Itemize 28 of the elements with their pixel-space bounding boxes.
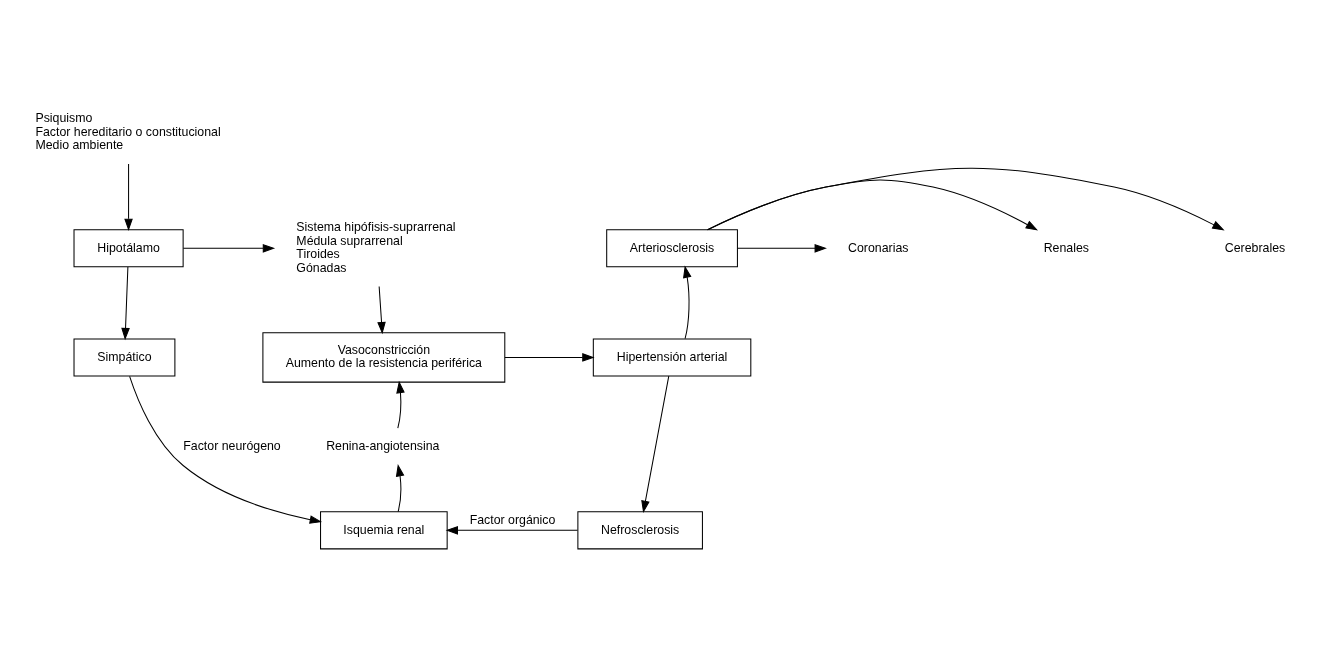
node-text: Sistema hipófisis-suprarrenal Médula suprarrenal Tiroides Gónadas bbox=[296, 220, 456, 275]
node-box: Arteriosclerosis bbox=[606, 229, 738, 268]
node-box: Nefrosclerosis bbox=[577, 511, 703, 550]
arrow bbox=[124, 163, 133, 232]
arrow bbox=[182, 244, 276, 253]
arrow bbox=[641, 375, 670, 514]
node-box: Vasoconstricción Aumento de la resistencia periférica bbox=[262, 332, 506, 383]
arrow bbox=[445, 526, 579, 535]
arrow bbox=[504, 353, 595, 362]
arrow bbox=[129, 375, 323, 524]
arrow bbox=[737, 244, 827, 253]
arrow bbox=[683, 265, 692, 340]
node-text: Coronarias bbox=[848, 240, 909, 255]
arrow bbox=[121, 266, 130, 341]
node-text: Renina-angiotensina bbox=[326, 439, 440, 454]
edge-label: Factor neurógeno bbox=[183, 439, 281, 454]
edge-label: Factor orgánico bbox=[469, 512, 556, 527]
node-text: Psiquismo Factor hereditario o constitucional Medio ambiente bbox=[35, 111, 221, 153]
arrow bbox=[396, 380, 405, 429]
node-text: Renales bbox=[1043, 240, 1089, 255]
node-box: Isquemia renal bbox=[320, 511, 448, 550]
node-box: Hipotálamo bbox=[73, 229, 184, 268]
node-box: Hipertensión arterial bbox=[592, 338, 752, 377]
node-text: Cerebrales bbox=[1224, 240, 1286, 255]
arrow bbox=[395, 464, 405, 513]
arrow bbox=[707, 167, 1225, 231]
arrow bbox=[377, 285, 386, 335]
node-box: Simpático bbox=[73, 338, 176, 377]
